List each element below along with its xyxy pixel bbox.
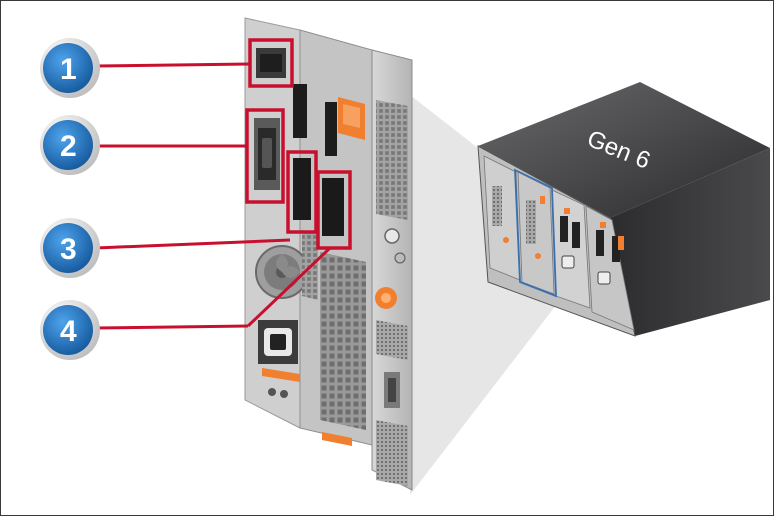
chassis-top-face: [478, 82, 770, 218]
callout-badge-3: 3: [40, 218, 100, 278]
callout-highlights: [245, 38, 352, 250]
callout-number-1: 1: [60, 53, 77, 86]
highlight-box-4: [316, 170, 352, 250]
callout-number-2: 2: [60, 130, 77, 163]
highlight-box-1: [248, 38, 294, 88]
highlight-box-2: [245, 108, 285, 204]
node-rear-view: [244, 17, 413, 491]
zoom-projection: [410, 95, 560, 495]
callout-badge-4: 4: [40, 300, 100, 360]
highlight-box-3: [286, 150, 318, 234]
callout-badge-1: 1: [40, 38, 100, 98]
gen6-chassis: Gen 6: [477, 82, 770, 337]
highlighted-node: [514, 168, 557, 298]
callout-badge-2: 2: [40, 115, 100, 175]
callout-number-4: 4: [60, 315, 77, 348]
callout-leader-lines: [95, 62, 332, 330]
callout-number-3: 3: [60, 233, 77, 266]
chassis-side-face: [610, 148, 770, 336]
